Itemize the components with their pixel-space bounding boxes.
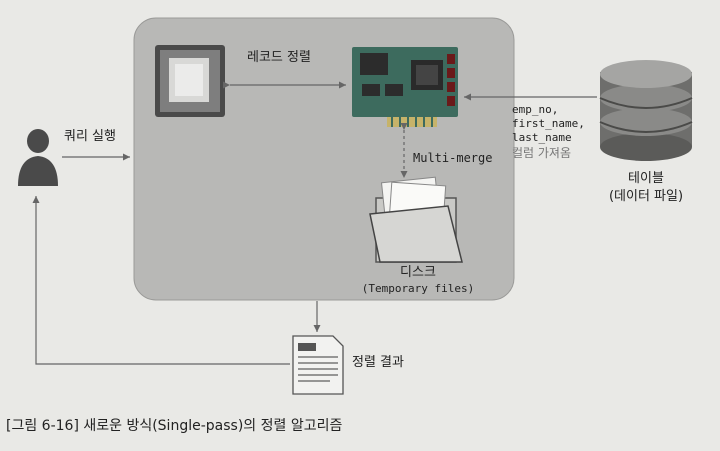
column-first-name: first_name,	[512, 117, 585, 130]
sort-result-label: 정렬 결과	[352, 355, 404, 370]
record-sort-label: 레코드 정렬	[247, 50, 311, 65]
query-exec-label: 쿼리 실행	[64, 129, 116, 144]
table-subtitle: (데이터 파일)	[608, 189, 684, 204]
column-emp-no: emp_no,	[512, 103, 559, 116]
multi-merge-label: Multi-merge	[413, 151, 493, 165]
figure-caption: [그림 6-16] 새로운 방식(Single-pass)의 정렬 알고리즘	[6, 418, 343, 434]
column-fetch-label: 컬럼 가져옴	[512, 146, 572, 160]
memory-board-icon	[352, 47, 458, 127]
return-arrow	[32, 196, 290, 365]
database-icon	[599, 60, 693, 161]
cpu-icon	[155, 45, 225, 117]
disk-subtitle: (Temporary files)	[361, 282, 475, 295]
disk-title: 디스크	[400, 265, 436, 280]
document-icon	[292, 335, 344, 395]
folder-icon	[369, 176, 463, 263]
table-title: 테이블	[628, 171, 664, 186]
user-icon	[18, 129, 58, 186]
column-last-name: last_name	[512, 131, 572, 144]
